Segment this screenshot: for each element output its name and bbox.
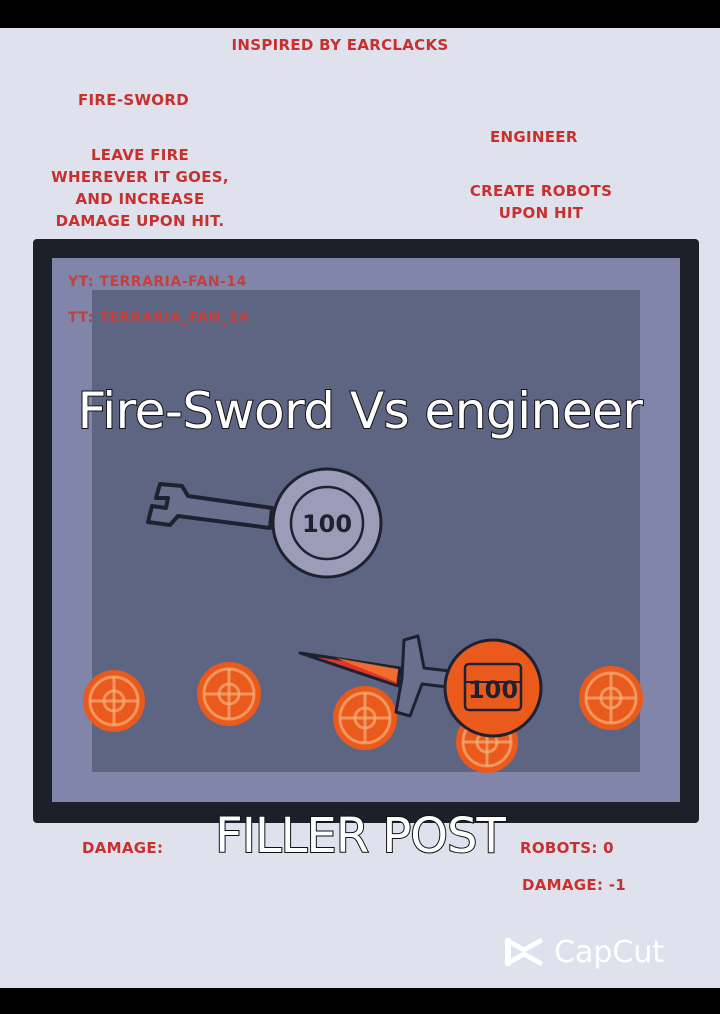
right-description-line: UPON HIT [498,204,584,222]
fire-orb [579,666,643,730]
fire-orb [83,670,145,732]
fire-orb [333,686,397,750]
left-damage-stat: DAMAGE: [82,839,164,857]
left-description-line: DAMAGE UPON HIT. [55,212,225,230]
right-fighter-description: CREATE ROBOTS UPON HIT [452,180,630,224]
video-title-overlay: Fire-Sword Vs engineer [77,381,644,441]
left-description-line: WHEREVER IT GOES, [51,168,229,186]
engineer-health: 100 [302,510,352,538]
right-damage-stat: DAMAGE: -1 [522,876,627,894]
engineer-ball [271,467,383,579]
left-fighter-description: LEAVE FIRE WHEREVER IT GOES, AND INCREAS… [38,144,242,232]
left-description-line: LEAVE FIRE [90,146,190,164]
arena-entities: 100 100 [83,467,643,773]
fire-sword-health: 100 [468,676,518,704]
tt-credit: TT: TERRARIA_FAN_14 [68,310,249,326]
fire-sword-ball [443,638,543,738]
filler-caption-overlay: FILLER POST [214,807,507,865]
fire-sword-weapon [298,634,460,718]
inspired-by-label: INSPIRED BY EARCLACKS [231,36,449,54]
robots-stat: ROBOTS: 0 [520,839,614,857]
left-fighter-name: FIRE-SWORD [78,91,189,109]
game-screen: INSPIRED BY EARCLACKS FIRE-SWORD LEAVE F… [0,28,720,988]
right-description-line: CREATE ROBOTS [469,182,613,200]
capcut-watermark: CapCut [502,934,664,970]
fire-orb [197,662,261,726]
yt-credit: YT: TERRARIA-FAN-14 [68,274,247,290]
left-description-line: AND INCREASE [75,190,205,208]
wrench-weapon [146,482,274,530]
capcut-label: CapCut [554,934,665,970]
capcut-logo-icon [504,937,544,967]
right-fighter-name: ENGINEER [490,128,578,146]
